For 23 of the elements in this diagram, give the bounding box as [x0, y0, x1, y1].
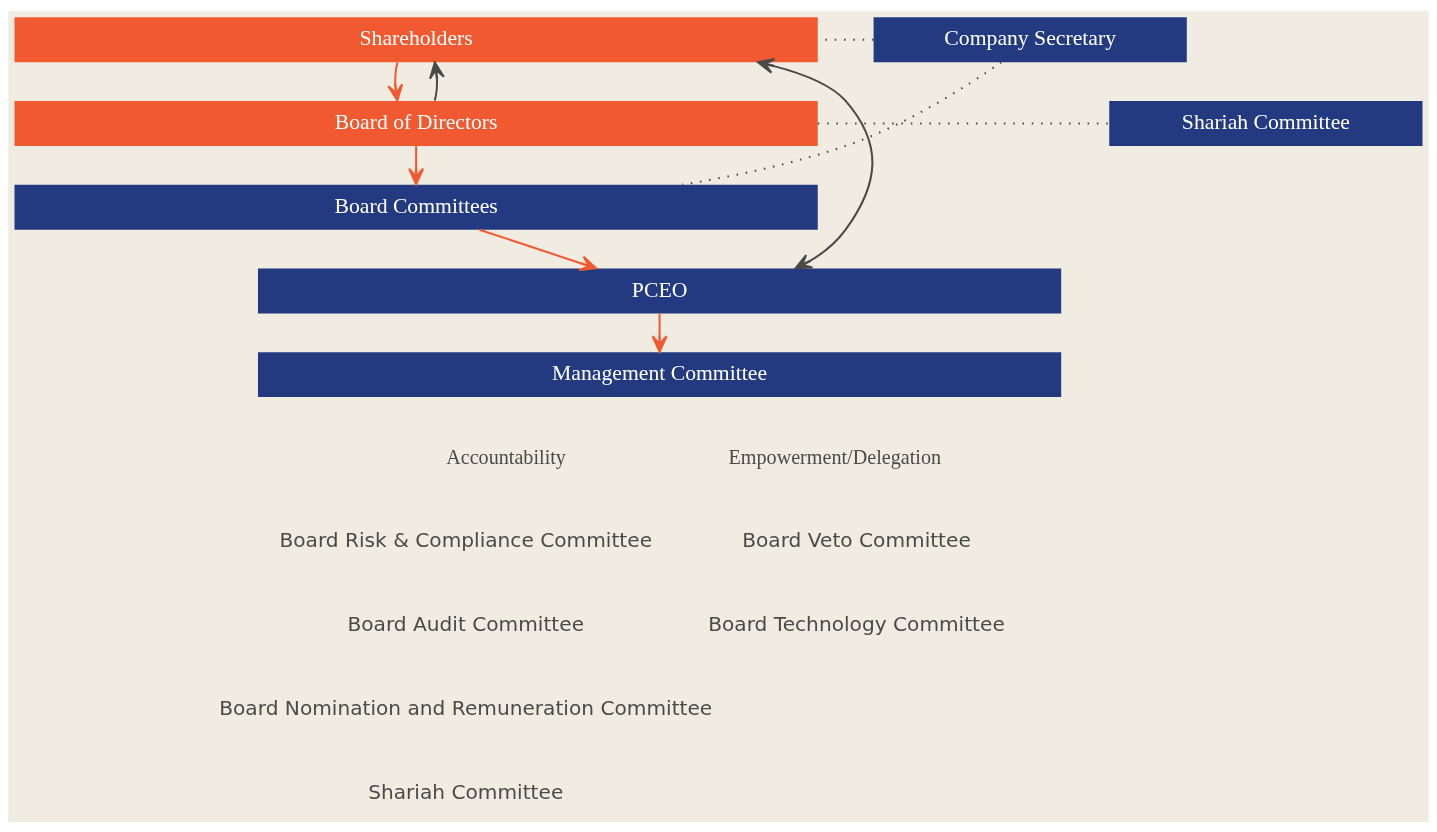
label: Empowerment/Delegation — [728, 445, 942, 468]
arrow — [651, 313, 668, 353]
node-box: Board of Directors — [14, 100, 818, 146]
arrow — [756, 57, 874, 269]
label: Board Nomination and Remuneration Committee — [219, 695, 713, 720]
arrow — [408, 145, 425, 185]
connector — [817, 121, 1110, 124]
node-box: Company Secretary — [873, 16, 1187, 62]
arrow — [429, 60, 445, 101]
label: Shariah Committee — [368, 779, 564, 804]
label: Board Audit Committee — [347, 611, 585, 636]
label: Board Veto Committee — [742, 527, 971, 552]
arrow — [479, 228, 598, 271]
label: Accountability — [446, 445, 566, 468]
arrow — [387, 61, 404, 102]
node-box: Shareholders — [14, 16, 818, 62]
node-box: Board Committees — [14, 184, 818, 230]
connector — [681, 61, 1002, 186]
label: Board Risk & Compliance Committee — [279, 527, 653, 552]
label: Board Technology Committee — [708, 611, 1005, 636]
node-box: Management Committee — [257, 351, 1062, 397]
node-box: PCEO — [257, 267, 1062, 313]
node-box: Shariah Committee — [1109, 100, 1423, 146]
